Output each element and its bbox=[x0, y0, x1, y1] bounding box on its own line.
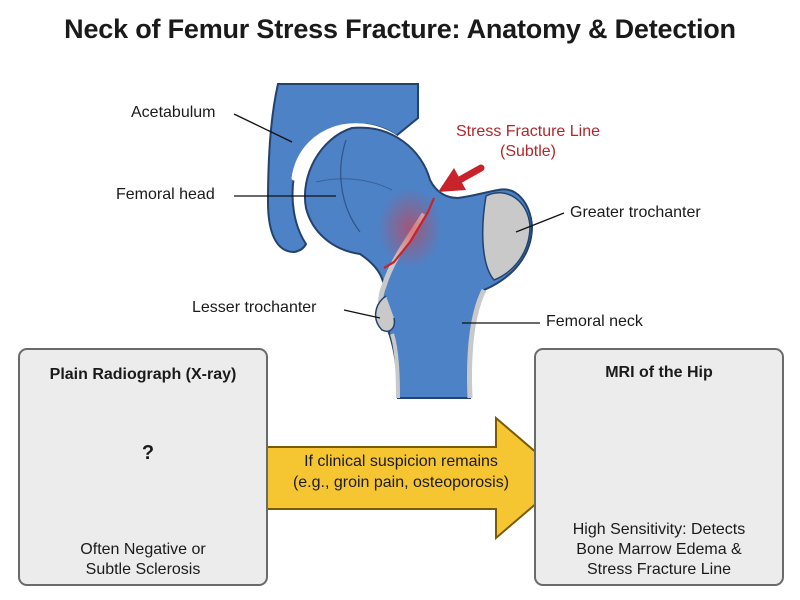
mri-caption-line-2: Bone Marrow Edema & bbox=[576, 541, 742, 558]
xray-caption-line-2: Subtle Sclerosis bbox=[85, 561, 201, 578]
label-greater-trochanter: Greater trochanter bbox=[570, 204, 701, 221]
suspicion-arrow bbox=[255, 415, 568, 541]
fracture-line bbox=[383, 197, 436, 269]
label-stress-fracture-line: Stress Fracture Line (Subtle) bbox=[446, 122, 610, 162]
label-femoral-head: Femoral head bbox=[116, 186, 215, 203]
label-lesser-trochanter: Lesser trochanter bbox=[192, 299, 317, 316]
mri-caption-line-1: High Sensitivity: Detects bbox=[572, 521, 746, 538]
suspicion-arrow-text: If clinical suspicion remains (e.g., gro… bbox=[256, 451, 546, 493]
fracture-label-line-1: Stress Fracture Line bbox=[455, 123, 601, 140]
mri-panel: MRI of the Hip High Sensitivity: Detects… bbox=[534, 348, 784, 586]
fracture-glow bbox=[378, 188, 442, 268]
mri-panel-title: MRI of the Hip bbox=[605, 364, 713, 381]
label-acetabulum: Acetabulum bbox=[131, 104, 216, 121]
page-title: Neck of Femur Stress Fracture: Anatomy &… bbox=[64, 14, 736, 44]
mri-caption-line-3: Stress Fracture Line bbox=[586, 561, 732, 578]
arrow-text-line-1: If clinical suspicion remains bbox=[304, 453, 498, 470]
xray-panel-title: Plain Radiograph (X-ray) bbox=[49, 366, 237, 383]
xray-caption-line-1: Often Negative or bbox=[80, 541, 206, 558]
mri-panel-caption: High Sensitivity: Detects Bone Marrow Ed… bbox=[536, 520, 782, 580]
label-femoral-neck: Femoral neck bbox=[546, 313, 643, 330]
xray-panel-caption: Often Negative or Subtle Sclerosis bbox=[20, 540, 266, 580]
arrow-text-line-2: (e.g., groin pain, osteoporosis) bbox=[292, 474, 510, 491]
xray-panel: Plain Radiograph (X-ray) ? Often Negativ… bbox=[18, 348, 268, 586]
fracture-arrow-head bbox=[438, 168, 466, 192]
question-mark-icon: ? bbox=[141, 442, 155, 464]
fracture-label-line-2: (Subtle) bbox=[499, 143, 557, 160]
